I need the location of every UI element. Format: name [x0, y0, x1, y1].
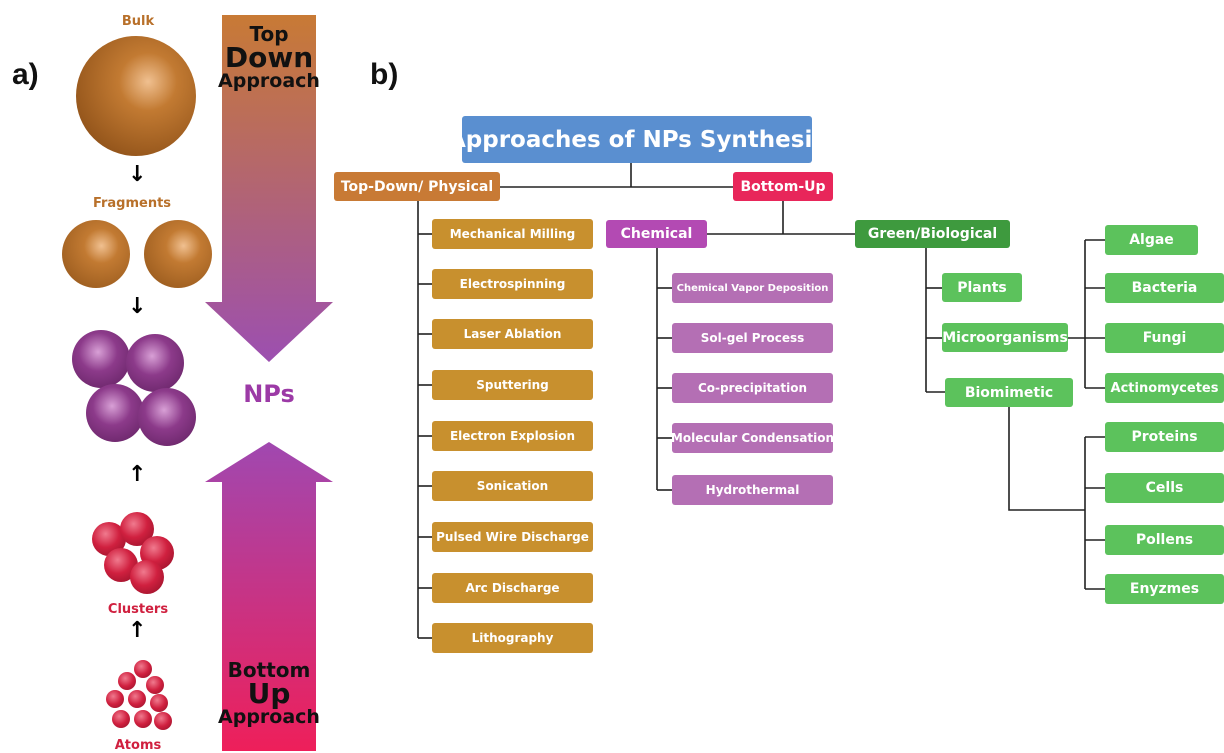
biomimetic-box: Pollens	[1105, 525, 1224, 555]
microorganism-box: Fungi	[1105, 323, 1224, 353]
top-down-text: Top Down Approach	[214, 24, 324, 91]
biomimetic-box: Cells	[1105, 473, 1224, 503]
biomimetic-box: Enyzmes	[1105, 574, 1224, 604]
bottom-up-word-2: Up	[247, 677, 291, 710]
top-down-word-3: Approach	[218, 70, 320, 92]
green-source-box: Plants	[942, 273, 1022, 302]
bottom-up-word-3: Approach	[218, 706, 320, 728]
panel-b-label: b)	[370, 58, 399, 91]
clusters-label: Clusters	[107, 602, 169, 617]
chemical-method-box: Co-precipitation	[672, 373, 833, 403]
physical-method-box: Laser Ablation	[432, 319, 593, 349]
chemical-method-box: Hydrothermal	[672, 475, 833, 505]
bottom-up-box: Bottom-Up	[733, 172, 833, 201]
chemical-box: Chemical	[606, 220, 707, 248]
top-down-physical-box: Top-Down/ Physical	[334, 172, 500, 201]
fragment-sphere-1	[62, 220, 130, 288]
up-arrow-1-icon: ↑	[128, 462, 147, 487]
atom-sphere-3	[146, 676, 164, 694]
microorganism-box: Bacteria	[1105, 273, 1224, 303]
green-biological-box: Green/Biological	[855, 220, 1010, 248]
bulk-sphere	[76, 36, 196, 156]
physical-method-box: Arc Discharge	[432, 573, 593, 603]
atom-sphere-7	[112, 710, 130, 728]
top-down-word-1: Top	[249, 22, 289, 46]
physical-method-box: Electrospinning	[432, 269, 593, 299]
atom-sphere-2	[118, 672, 136, 690]
top-down-word-2: Down	[224, 41, 314, 74]
diagram-title-box: Approaches of NPs Synthesis	[448, 116, 826, 163]
chemical-method-box: Molecular Condensation	[671, 423, 834, 453]
panel-a-label: a)	[12, 58, 39, 91]
np-sphere-1	[72, 330, 130, 388]
atom-sphere-1	[134, 660, 152, 678]
atom-sphere-6	[150, 694, 168, 712]
np-sphere-3	[86, 384, 144, 442]
microorganism-box: Algae	[1105, 225, 1198, 255]
biomimetic-box: Proteins	[1105, 422, 1224, 452]
physical-method-box: Sonication	[432, 471, 593, 501]
bottom-up-arrow	[205, 442, 333, 751]
fragments-label: Fragments	[92, 196, 172, 211]
atoms-label: Atoms	[114, 738, 162, 753]
atom-sphere-4	[106, 690, 124, 708]
bottom-up-text: Bottom Up Approach	[214, 660, 324, 727]
green-source-box: Microorganisms	[942, 323, 1068, 352]
atom-sphere-5	[128, 690, 146, 708]
chemical-method-box: Chemical Vapor Deposition	[672, 273, 833, 303]
atom-sphere-8	[134, 710, 152, 728]
np-sphere-2	[126, 334, 184, 392]
physical-method-box: Pulsed Wire Discharge	[432, 522, 593, 552]
green-source-box: Biomimetic	[945, 378, 1073, 407]
approach-arrows	[205, 15, 333, 751]
microorganism-box: Actinomycetes	[1105, 373, 1224, 403]
bulk-label: Bulk	[121, 14, 155, 29]
chemical-method-box: Sol-gel Process	[672, 323, 833, 353]
down-arrow-2-icon: ↓	[128, 294, 147, 319]
np-sphere-4	[138, 388, 196, 446]
bottom-up-word-1: Bottom	[227, 658, 311, 682]
atom-sphere-9	[154, 712, 172, 730]
up-arrow-2-icon: ↑	[128, 618, 147, 643]
down-arrow-1-icon: ↓	[128, 162, 147, 187]
physical-method-box: Lithography	[432, 623, 593, 653]
nps-label: NPs	[243, 380, 295, 408]
physical-method-box: Mechanical Milling	[432, 219, 593, 249]
top-down-arrow	[205, 15, 333, 362]
physical-method-box: Electron Explosion	[432, 421, 593, 451]
fragment-sphere-2	[144, 220, 212, 288]
physical-method-box: Sputtering	[432, 370, 593, 400]
cluster-sphere-5	[130, 560, 164, 594]
